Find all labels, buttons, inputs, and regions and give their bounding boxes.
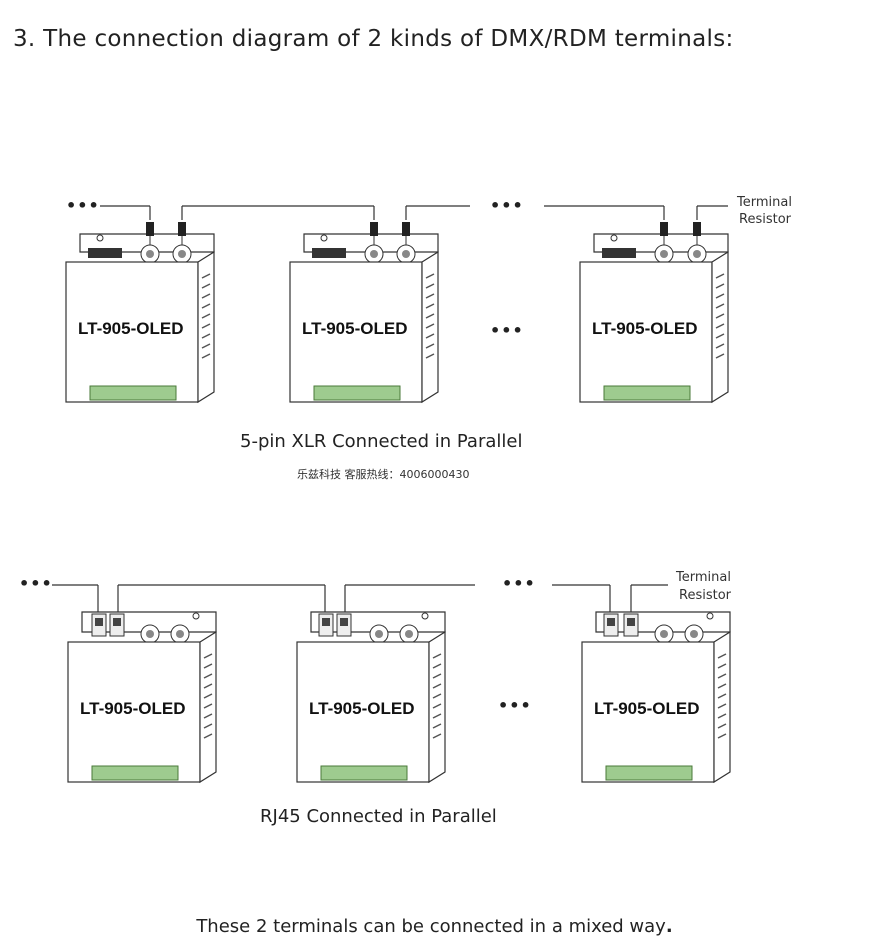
xlr-caption: 5-pin XLR Connected in Parallel [240,431,523,452]
footer-note: These 2 terminals can be connected in a … [0,916,869,937]
xlr-ellipsis-middle: ••• [490,321,524,340]
svg-text:•••: ••• [66,196,100,215]
svg-text:•••: ••• [490,321,524,340]
xlr-device-1: LT-905-OLED [65,222,215,404]
xlr-device-3: LT-905-OLED [579,222,729,404]
svg-text:Resistor: Resistor [679,588,732,603]
footer-end-mark: . [665,916,673,937]
xlr-wires [100,205,728,220]
rj45-connector-pair [318,613,352,637]
xlr-terminal-resistor-label: Terminal Resistor [736,195,792,227]
device-model-label: LT-905-OLED [78,319,183,338]
device-model-label: LT-905-OLED [309,699,414,718]
device-model-label: LT-905-OLED [592,319,697,338]
rj45-caption: RJ45 Connected in Parallel [260,806,497,827]
device-model-label: LT-905-OLED [594,699,699,718]
xlr-ellipsis-top: ••• [490,196,524,215]
rj45-device-1: LT-905-OLED [67,611,217,784]
footer-text: These 2 terminals can be connected in a … [196,916,666,937]
svg-text:•••: ••• [19,574,53,593]
svg-text:•••: ••• [502,574,536,593]
rj45-ellipsis-top: ••• [502,574,536,593]
svg-text:Terminal: Terminal [675,570,731,585]
page-heading: 3. The connection diagram of 2 kinds of … [13,26,734,52]
rj45-device-2: LT-905-OLED [296,611,446,784]
svg-text:Resistor: Resistor [739,212,792,227]
hotline-note: 乐兹科技 客服热线：4006000430 [297,468,470,481]
rj45-ellipsis-left: ••• [19,574,53,593]
device-model-label: LT-905-OLED [80,699,185,718]
rj45-connector-pair [603,613,639,637]
rj45-device-3: LT-905-OLED [581,611,731,784]
rj45-ellipsis-middle: ••• [498,696,532,715]
xlr-ellipsis-left: ••• [66,196,100,215]
device-model-label: LT-905-OLED [302,319,407,338]
xlr-device-2: LT-905-OLED [289,222,439,404]
xlr-connector-pair [654,222,707,264]
rj45-wires [52,584,668,615]
svg-text:Terminal: Terminal [736,195,792,210]
svg-text:•••: ••• [490,196,524,215]
rj45-diagram: ••• ••• ••• Terminal Resistor [19,570,732,784]
xlr-diagram: ••• ••• ••• Terminal Resistor [65,195,792,404]
svg-text:•••: ••• [498,696,532,715]
rj45-terminal-resistor-label: Terminal Resistor [675,570,732,603]
rj45-connector-pair [91,613,125,637]
